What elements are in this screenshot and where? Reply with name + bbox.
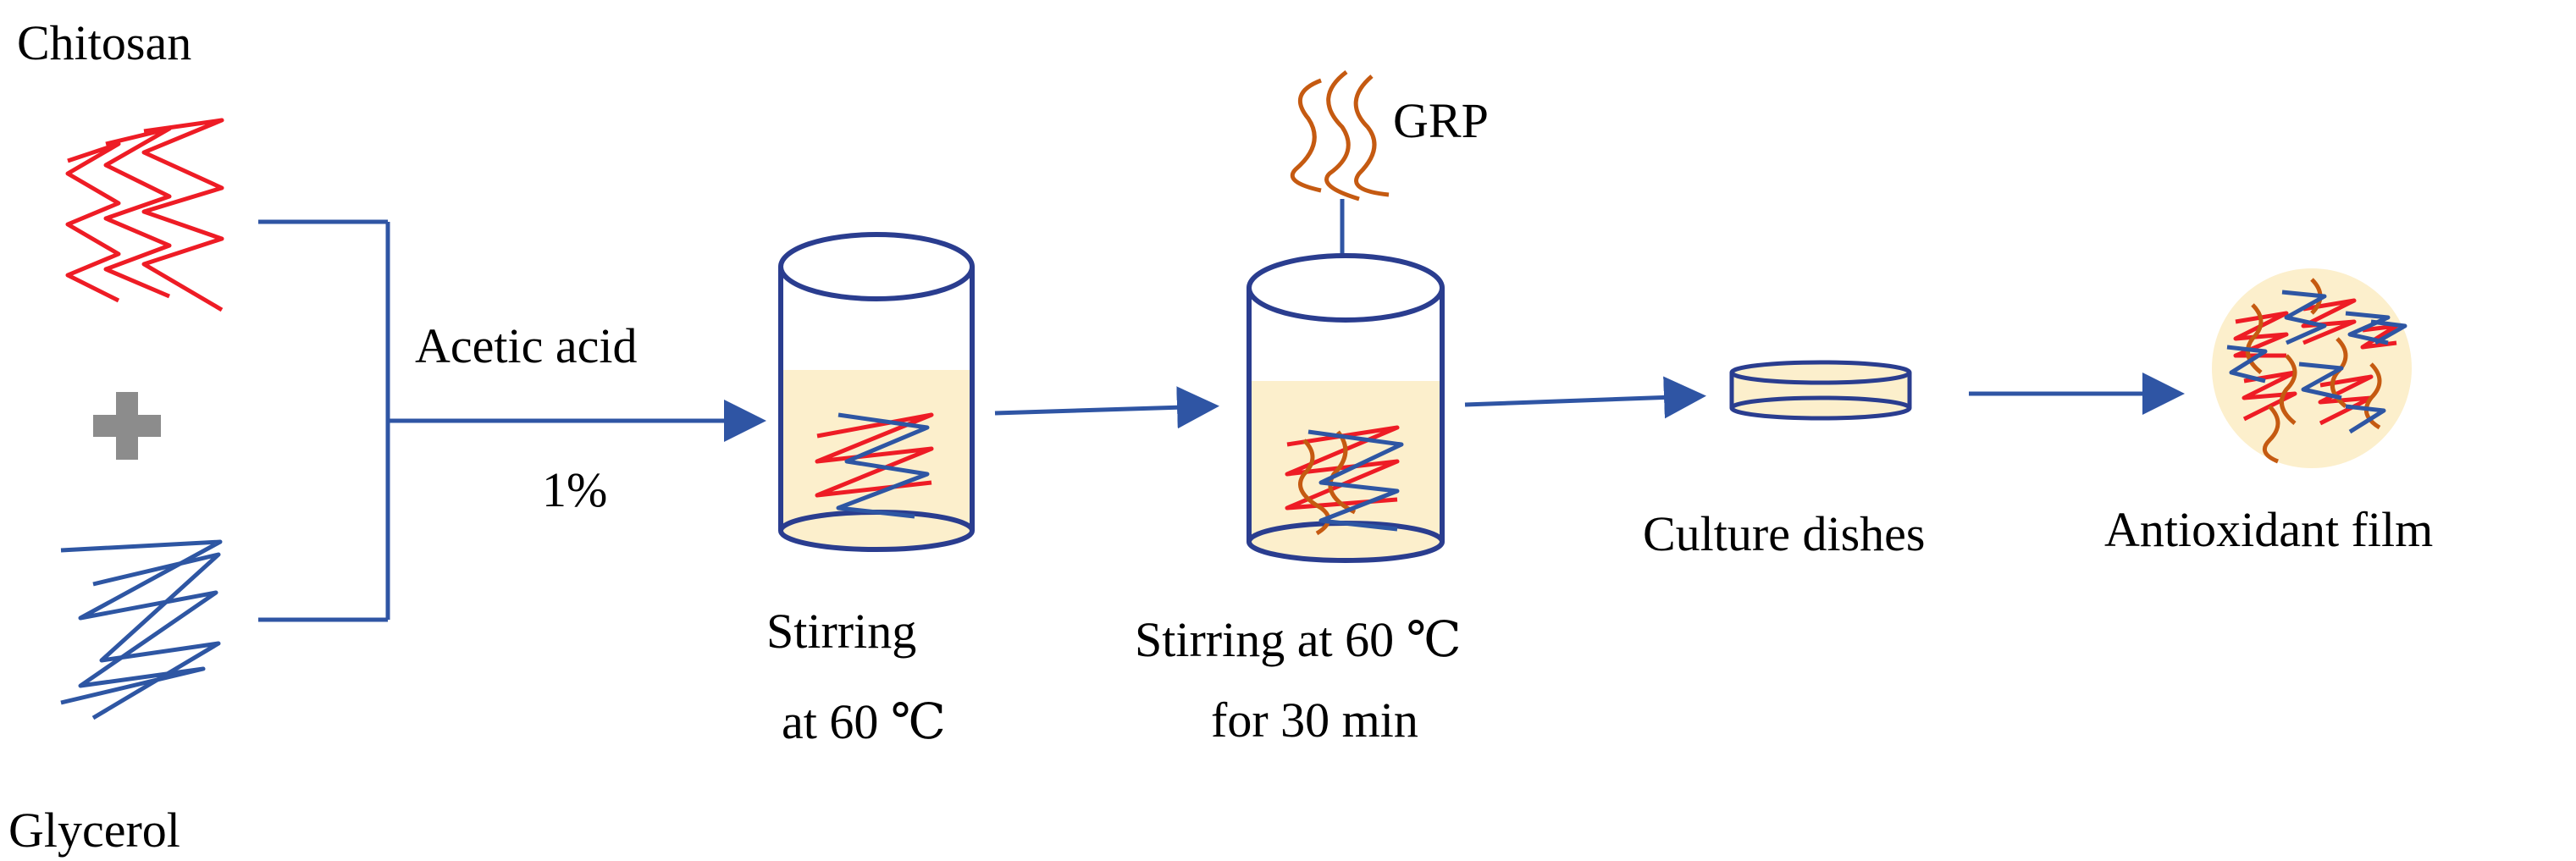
glycerol-strands-icon (60, 539, 223, 720)
stirring-step1-line1: Stirring (766, 604, 916, 659)
beaker-2-mixture-icon (1285, 425, 1404, 536)
beaker-2-solution (1249, 381, 1442, 542)
input-bracket (258, 219, 390, 622)
culture-dishes-label: Culture dishes (1643, 506, 1925, 561)
glycerol-label: Glycerol (8, 803, 180, 858)
antioxidant-film-label: Antioxidant film (2104, 502, 2433, 557)
stirring-step1-line2: at 60 ℃ (782, 694, 946, 749)
chitosan-label: Chitosan (17, 15, 191, 70)
stirring-step2-line1: Stirring at 60 ℃ (1135, 612, 1461, 667)
chitosan-strands-icon (65, 118, 224, 312)
grp-strands-icon (1290, 70, 1390, 201)
arrow-to-culture-dish (1464, 376, 1706, 419)
culture-dish-icon (1729, 360, 1912, 421)
acetic-acid-label: Acetic acid (415, 318, 637, 373)
beaker-2 (1247, 253, 1445, 563)
arrow-to-beaker2 (994, 386, 1219, 429)
antioxidant-film-icon (2212, 268, 2412, 468)
beaker-1-mixture-icon (815, 412, 934, 519)
grp-label: GRP (1393, 93, 1489, 148)
acetic-acid-concentration-label: 1% (542, 462, 607, 517)
beaker-1 (778, 232, 975, 552)
plus-icon (93, 392, 161, 460)
stirring-step2-line2: for 30 min (1211, 693, 1418, 748)
